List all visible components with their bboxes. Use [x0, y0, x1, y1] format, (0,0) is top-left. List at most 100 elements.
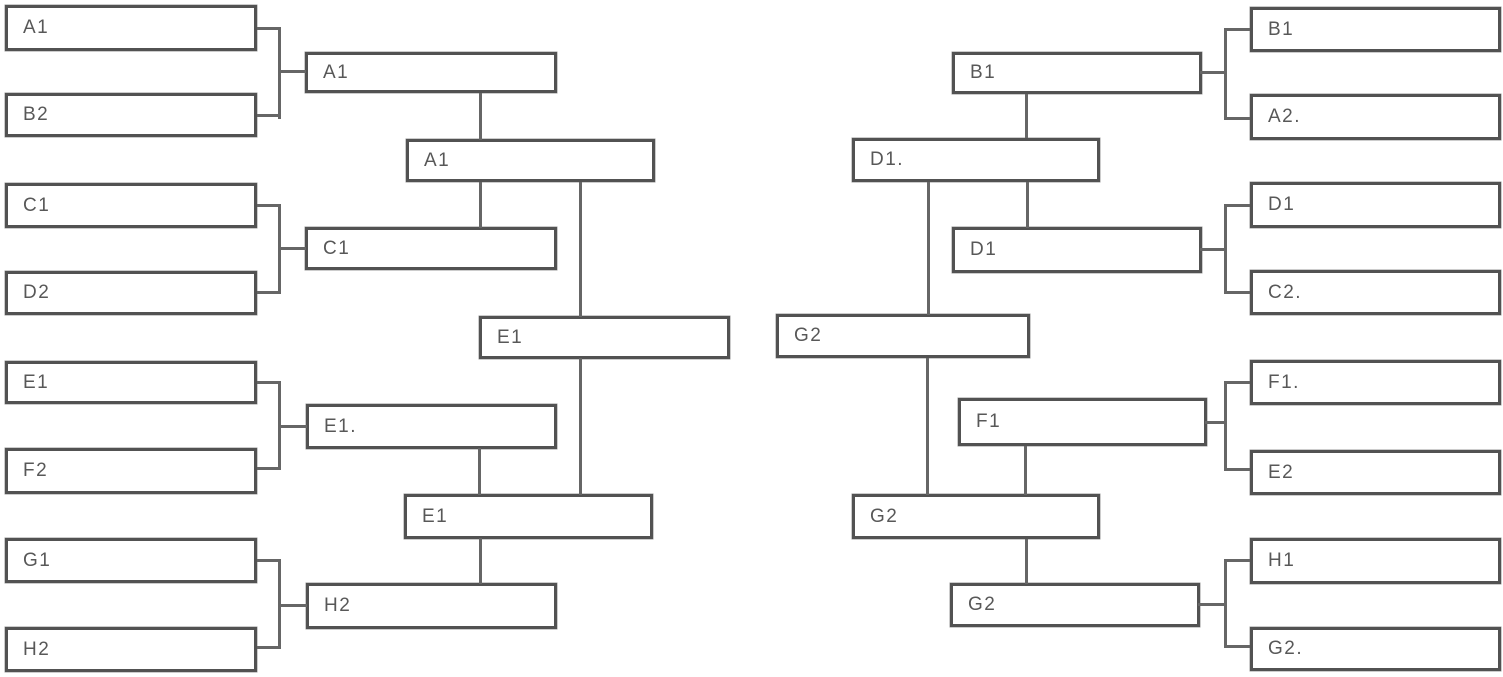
match-box-left-champion: E1: [479, 316, 730, 359]
match-label: B2: [23, 104, 50, 125]
connector-line: [1026, 182, 1029, 228]
connector-line: [278, 381, 281, 470]
match-box-right-r2-winner2: D1: [952, 227, 1202, 273]
match-label: B1: [1268, 18, 1295, 40]
connector-line: [479, 538, 482, 584]
match-label: D2: [23, 282, 51, 303]
connector-line: [257, 114, 281, 117]
connector-line: [1024, 446, 1027, 495]
connector-line: [1025, 539, 1028, 584]
match-box-left-r2-winner1: A1: [305, 52, 557, 93]
connector-line: [1205, 421, 1226, 424]
match-label: D1: [970, 239, 998, 260]
match-box-left-r2-winner2: C1: [305, 227, 557, 270]
connector-line: [257, 291, 281, 294]
match-label: B1: [970, 62, 997, 83]
connector-line: [1200, 71, 1226, 74]
match-label: C1: [323, 237, 351, 259]
connector-line: [257, 381, 281, 384]
match-box-right-r1-seed2: A2.: [1250, 94, 1501, 140]
match-label: A2.: [1268, 106, 1302, 127]
match-box-left-r2-winner3: E1.: [306, 404, 557, 449]
match-label: G2: [968, 594, 997, 615]
match-label: F1.: [1268, 371, 1300, 393]
match-box-right-semifinal1: D1.: [852, 138, 1100, 182]
match-label: E1.: [324, 415, 358, 437]
match-label: E1: [422, 505, 449, 527]
connector-line: [281, 70, 306, 73]
match-label: E2: [1268, 461, 1295, 483]
match-label: G2: [870, 505, 899, 527]
match-box-left-r1-seed5: E1: [5, 361, 257, 404]
match-box-left-r1-seed2: B2: [5, 93, 257, 137]
connector-line: [927, 182, 930, 315]
connector-line: [281, 247, 306, 250]
match-box-right-r2-winner1: B1: [952, 52, 1202, 94]
match-label: E1: [497, 326, 524, 348]
connector-line: [1198, 603, 1226, 606]
match-label: A1: [23, 17, 50, 38]
connector-line: [1224, 645, 1250, 648]
connector-line: [926, 358, 929, 495]
match-label: F1: [976, 411, 1002, 432]
connector-line: [1224, 28, 1250, 31]
match-label: H1: [1268, 550, 1296, 571]
match-box-left-r2-winner4: H2: [306, 583, 557, 629]
match-label: G2: [794, 325, 823, 346]
connector-line: [1224, 381, 1250, 384]
connector-line: [1224, 381, 1227, 471]
match-box-right-semifinal2: G2: [852, 494, 1100, 539]
match-label: G2.: [1268, 638, 1304, 659]
connector-line: [1224, 204, 1250, 207]
match-box-right-r1-seed7: H1: [1250, 538, 1501, 584]
match-box-right-r1-seed3: D1: [1250, 182, 1501, 228]
match-box-right-r1-seed8: G2.: [1250, 627, 1501, 671]
match-label: D1.: [870, 149, 905, 170]
match-box-right-r1-seed4: C2.: [1250, 270, 1501, 315]
connector-line: [1200, 248, 1226, 251]
connector-line: [478, 448, 481, 495]
match-box-left-r1-seed1: A1: [5, 5, 257, 51]
connector-line: [257, 646, 281, 649]
match-label: A1: [323, 61, 350, 83]
match-label: C1: [23, 194, 51, 216]
match-label: F2: [23, 460, 49, 481]
match-box-left-r1-seed8: H2: [5, 627, 257, 672]
match-label: G1: [23, 549, 52, 571]
connector-line: [257, 204, 281, 207]
match-box-left-r1-seed4: D2: [5, 271, 257, 315]
match-box-left-r1-seed7: G1: [5, 538, 257, 583]
match-label: D1: [1268, 194, 1296, 215]
match-box-left-r1-seed6: F2: [5, 448, 257, 494]
match-label: H2: [23, 638, 51, 660]
connector-line: [1224, 559, 1250, 562]
connector-line: [281, 604, 307, 607]
connector-line: [257, 27, 281, 30]
match-label: E1: [23, 371, 50, 393]
connector-line: [479, 182, 482, 228]
match-box-right-champion: G2: [776, 314, 1030, 358]
connector-line: [1224, 291, 1250, 294]
match-label: C2.: [1268, 281, 1303, 303]
connector-line: [257, 559, 281, 562]
match-box-left-r1-seed3: C1: [5, 183, 257, 228]
connector-line: [278, 559, 281, 649]
connector-line: [1224, 468, 1250, 471]
match-box-right-r1-seed5: F1.: [1250, 360, 1501, 405]
connector-line: [579, 182, 582, 317]
match-label: A1: [424, 149, 451, 171]
connector-line: [278, 204, 281, 294]
match-box-right-r1-seed1: B1: [1250, 7, 1501, 52]
connector-line: [1025, 94, 1028, 138]
connector-line: [278, 27, 281, 119]
match-box-right-r1-seed6: E2: [1250, 450, 1501, 495]
connector-line: [257, 467, 281, 470]
connector-line: [281, 425, 307, 428]
connector-line: [479, 93, 482, 140]
connector-line: [1224, 117, 1250, 120]
match-box-right-r2-winner4: G2: [950, 583, 1200, 627]
match-label: H2: [324, 595, 352, 616]
match-box-right-r2-winner3: F1: [958, 398, 1207, 446]
connector-line: [579, 358, 582, 495]
